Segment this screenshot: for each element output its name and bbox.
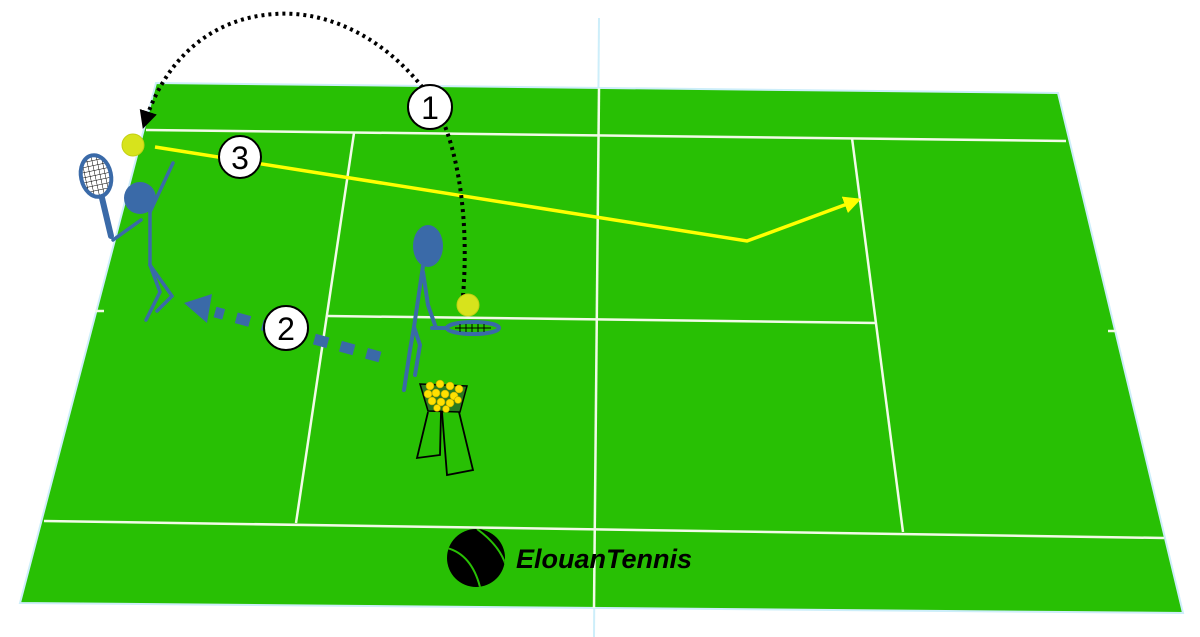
coach-racket-icon xyxy=(430,320,501,336)
player-figure xyxy=(111,161,175,322)
top-doubles-sideline xyxy=(145,128,1067,143)
step-number: 3 xyxy=(231,140,249,176)
left-service-line xyxy=(294,132,356,524)
step-badge-2: 2 xyxy=(263,305,309,351)
ball-player-icon xyxy=(121,133,145,157)
step-number: 2 xyxy=(277,311,295,347)
court-lines xyxy=(43,87,1165,609)
brand-name: ElouanTennis xyxy=(516,544,692,574)
net-line xyxy=(592,87,601,609)
step-badge-1: 1 xyxy=(407,84,453,130)
feed-path-step-1 xyxy=(139,11,467,297)
step-badge-3: 3 xyxy=(218,135,262,179)
ball-hopper-icon xyxy=(415,379,475,477)
bottom-doubles-sideline xyxy=(43,519,1165,540)
court-surface xyxy=(18,81,1185,615)
shot-path-step-3 xyxy=(154,145,862,243)
center-service-line xyxy=(327,314,878,325)
player-racket-icon xyxy=(78,153,114,239)
ball-coach-icon xyxy=(456,293,480,317)
coach-head xyxy=(413,225,443,267)
brand-logo: ElouanTennis xyxy=(447,529,692,587)
step-number: 1 xyxy=(421,90,439,126)
coach-figure xyxy=(402,225,443,392)
player-head xyxy=(124,182,156,214)
